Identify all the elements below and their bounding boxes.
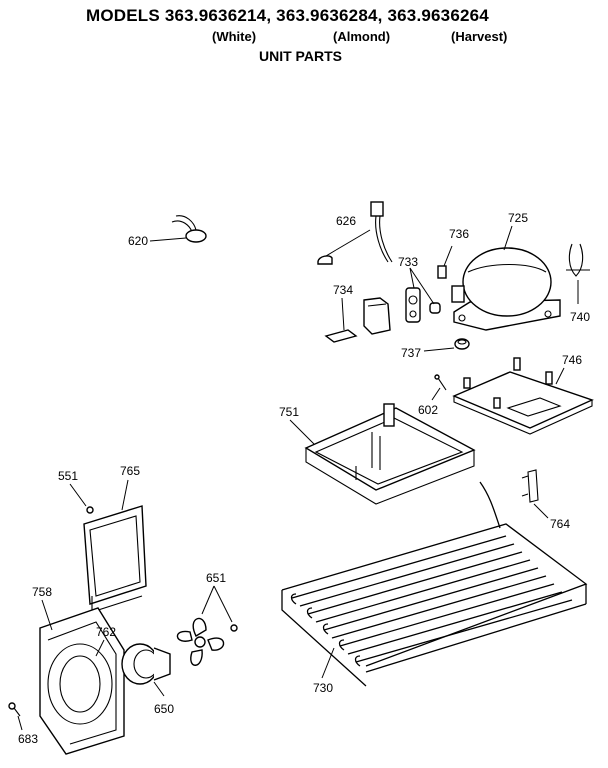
part-736-clip <box>437 245 453 279</box>
part-737-grommet <box>423 338 470 352</box>
part-651-fan-blade <box>176 585 238 666</box>
variant-white: (White) <box>212 29 257 44</box>
unit-parts-subtitle: UNIT PARTS <box>259 48 342 64</box>
part-733-relay <box>405 267 441 323</box>
label-620: 620 <box>128 234 148 248</box>
part-734-cover <box>324 297 391 343</box>
part-725-compressor <box>451 225 561 331</box>
part-683-screw <box>8 702 23 731</box>
part-751-drain-pan <box>289 403 476 505</box>
label-730: 730 <box>313 681 333 695</box>
label-746: 746 <box>562 353 582 367</box>
label-725: 725 <box>508 211 528 225</box>
label-626: 626 <box>336 214 356 228</box>
label-734: 734 <box>333 283 353 297</box>
part-650-fan-motor <box>121 643 171 697</box>
label-651: 651 <box>206 571 226 585</box>
part-758-fan-housing <box>39 599 125 755</box>
leader-762 <box>95 639 105 657</box>
part-765-panel <box>83 479 147 613</box>
part-551-screw <box>69 483 94 514</box>
label-602: 602 <box>418 403 438 417</box>
variant-harvest: (Harvest) <box>451 29 508 44</box>
part-620-sensor <box>149 215 207 243</box>
label-751: 751 <box>279 405 299 419</box>
models-title: MODELS 363.9636214, 363.9636284, 363.963… <box>86 6 489 25</box>
label-683: 683 <box>18 732 38 746</box>
part-764-bracket <box>521 469 549 519</box>
label-737: 737 <box>401 346 421 360</box>
label-551: 551 <box>58 469 78 483</box>
label-650: 650 <box>154 702 174 716</box>
part-730-condenser <box>281 481 588 687</box>
label-736: 736 <box>449 227 469 241</box>
label-758: 758 <box>32 585 52 599</box>
label-762: 762 <box>96 625 116 639</box>
part-602-screw <box>431 374 447 401</box>
label-733: 733 <box>398 255 418 269</box>
label-740: 740 <box>570 310 590 324</box>
variant-almond: (Almond) <box>333 29 391 44</box>
part-626-harness <box>317 201 393 265</box>
part-746-base-plate <box>452 357 594 435</box>
label-765: 765 <box>120 464 140 478</box>
part-740-clip <box>566 243 590 304</box>
label-764: 764 <box>550 517 570 531</box>
